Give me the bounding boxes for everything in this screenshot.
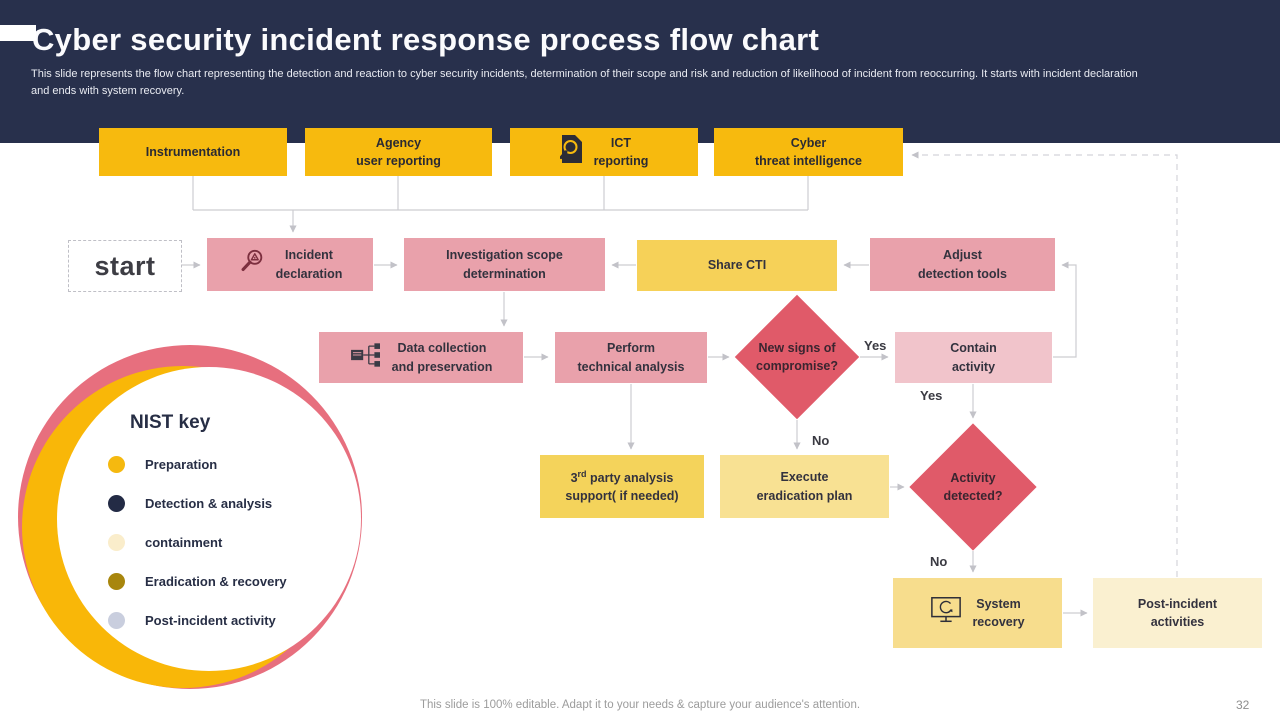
- node-system-recovery[interactable]: System recovery: [893, 578, 1062, 648]
- decision-new-signs-of-compromise[interactable]: New signs of compromise?: [734, 294, 860, 420]
- source-label: Agency user reporting: [356, 135, 441, 168]
- node-post-incident-activities[interactable]: Post-incident activities: [1093, 578, 1262, 648]
- source-instrumentation[interactable]: Instrumentation: [99, 128, 287, 176]
- node-label: Data collection and preservation: [391, 341, 493, 374]
- monitor-refresh-icon: [930, 595, 962, 630]
- legend-circle-white: [57, 367, 361, 671]
- legend-label: Detection & analysis: [145, 496, 273, 511]
- decision-label: Activity detected?: [943, 470, 1003, 503]
- node-investigation-scope[interactable]: Investigation scope determination: [404, 238, 605, 291]
- branch-label-no-new-signs: No: [812, 433, 830, 448]
- node-third-party-analysis[interactable]: 3rd party analysis support( if needed): [540, 455, 704, 518]
- node-incident-declaration[interactable]: Incident declaration: [207, 238, 373, 291]
- node-perform-technical-analysis[interactable]: Perform technical analysis: [555, 332, 707, 383]
- legend-item: Preparation: [108, 456, 287, 473]
- post-incident-dot-icon: [108, 612, 125, 629]
- containment-dot-icon: [108, 534, 125, 551]
- legend-label: containment: [145, 535, 223, 550]
- legend-label: Preparation: [145, 457, 218, 472]
- data-network-icon: [350, 341, 382, 374]
- slide-subtitle: This slide represents the flow chart rep…: [31, 68, 1138, 98]
- legend-label: Eradication & recovery: [145, 574, 287, 589]
- node-label: System recovery: [972, 596, 1025, 629]
- decision-label: New signs of compromise?: [756, 340, 838, 373]
- branch-label-yes-new-signs: Yes: [864, 338, 887, 353]
- source-label: ICT reporting: [593, 135, 649, 168]
- source-agency-user-reporting[interactable]: Agency user reporting: [305, 128, 492, 176]
- legend-item: Detection & analysis: [108, 495, 287, 512]
- header-notch-decor: [0, 25, 36, 41]
- footer-note: This slide is 100% editable. Adapt it to…: [419, 699, 861, 711]
- legend-label: Post-incident activity: [145, 613, 276, 628]
- preparation-dot-icon: [108, 456, 125, 473]
- slide-header: Cyber security incident response process…: [0, 0, 1280, 143]
- node-label: Contain activity: [950, 341, 997, 374]
- node-adjust-detection-tools[interactable]: Adjust detection tools: [870, 238, 1055, 291]
- node-label: Execute eradication plan: [756, 470, 853, 503]
- source-ict-reporting[interactable]: ICT reporting: [510, 128, 698, 176]
- search-alert-icon: [238, 248, 266, 281]
- node-label: Post-incident activities: [1137, 596, 1218, 629]
- legend-item: Post-incident activity: [108, 612, 287, 629]
- nist-key-legend: NIST key Preparation Detection & analysi…: [108, 412, 287, 651]
- node-label: Share CTI: [707, 258, 767, 273]
- eradication-dot-icon: [108, 573, 125, 590]
- node-label: Incident declaration: [275, 248, 343, 281]
- node-execute-eradication-plan[interactable]: Execute eradication plan: [720, 455, 889, 518]
- page-title: Cyber security incident response process…: [32, 22, 820, 57]
- node-label: Adjust detection tools: [918, 248, 1007, 281]
- branch-label-yes-contain: Yes: [920, 388, 943, 403]
- node-label: Perform technical analysis: [577, 341, 685, 374]
- source-label: Instrumentation: [145, 144, 241, 159]
- document-search-icon: [559, 134, 584, 169]
- source-label: Cyber threat intelligence: [755, 135, 862, 168]
- node-label: 3rd party analysis support( if needed): [565, 468, 679, 504]
- detection-dot-icon: [108, 495, 125, 512]
- page-number: 32: [1236, 698, 1250, 712]
- legend-item: containment: [108, 534, 287, 551]
- branch-label-no-activity-detected: No: [930, 554, 948, 569]
- legend-item: Eradication & recovery: [108, 573, 287, 590]
- decision-activity-detected[interactable]: Activity detected?: [909, 423, 1037, 551]
- start-node[interactable]: start: [68, 240, 182, 292]
- node-contain-activity[interactable]: Contain activity: [895, 332, 1052, 383]
- node-data-collection[interactable]: Data collection and preservation: [319, 332, 523, 383]
- node-share-cti[interactable]: Share CTI: [637, 240, 837, 291]
- source-cyber-threat-intelligence[interactable]: Cyber threat intelligence: [714, 128, 903, 176]
- node-label: Investigation scope determination: [446, 248, 563, 281]
- legend-title: NIST key: [130, 412, 211, 433]
- start-label: start: [94, 250, 156, 281]
